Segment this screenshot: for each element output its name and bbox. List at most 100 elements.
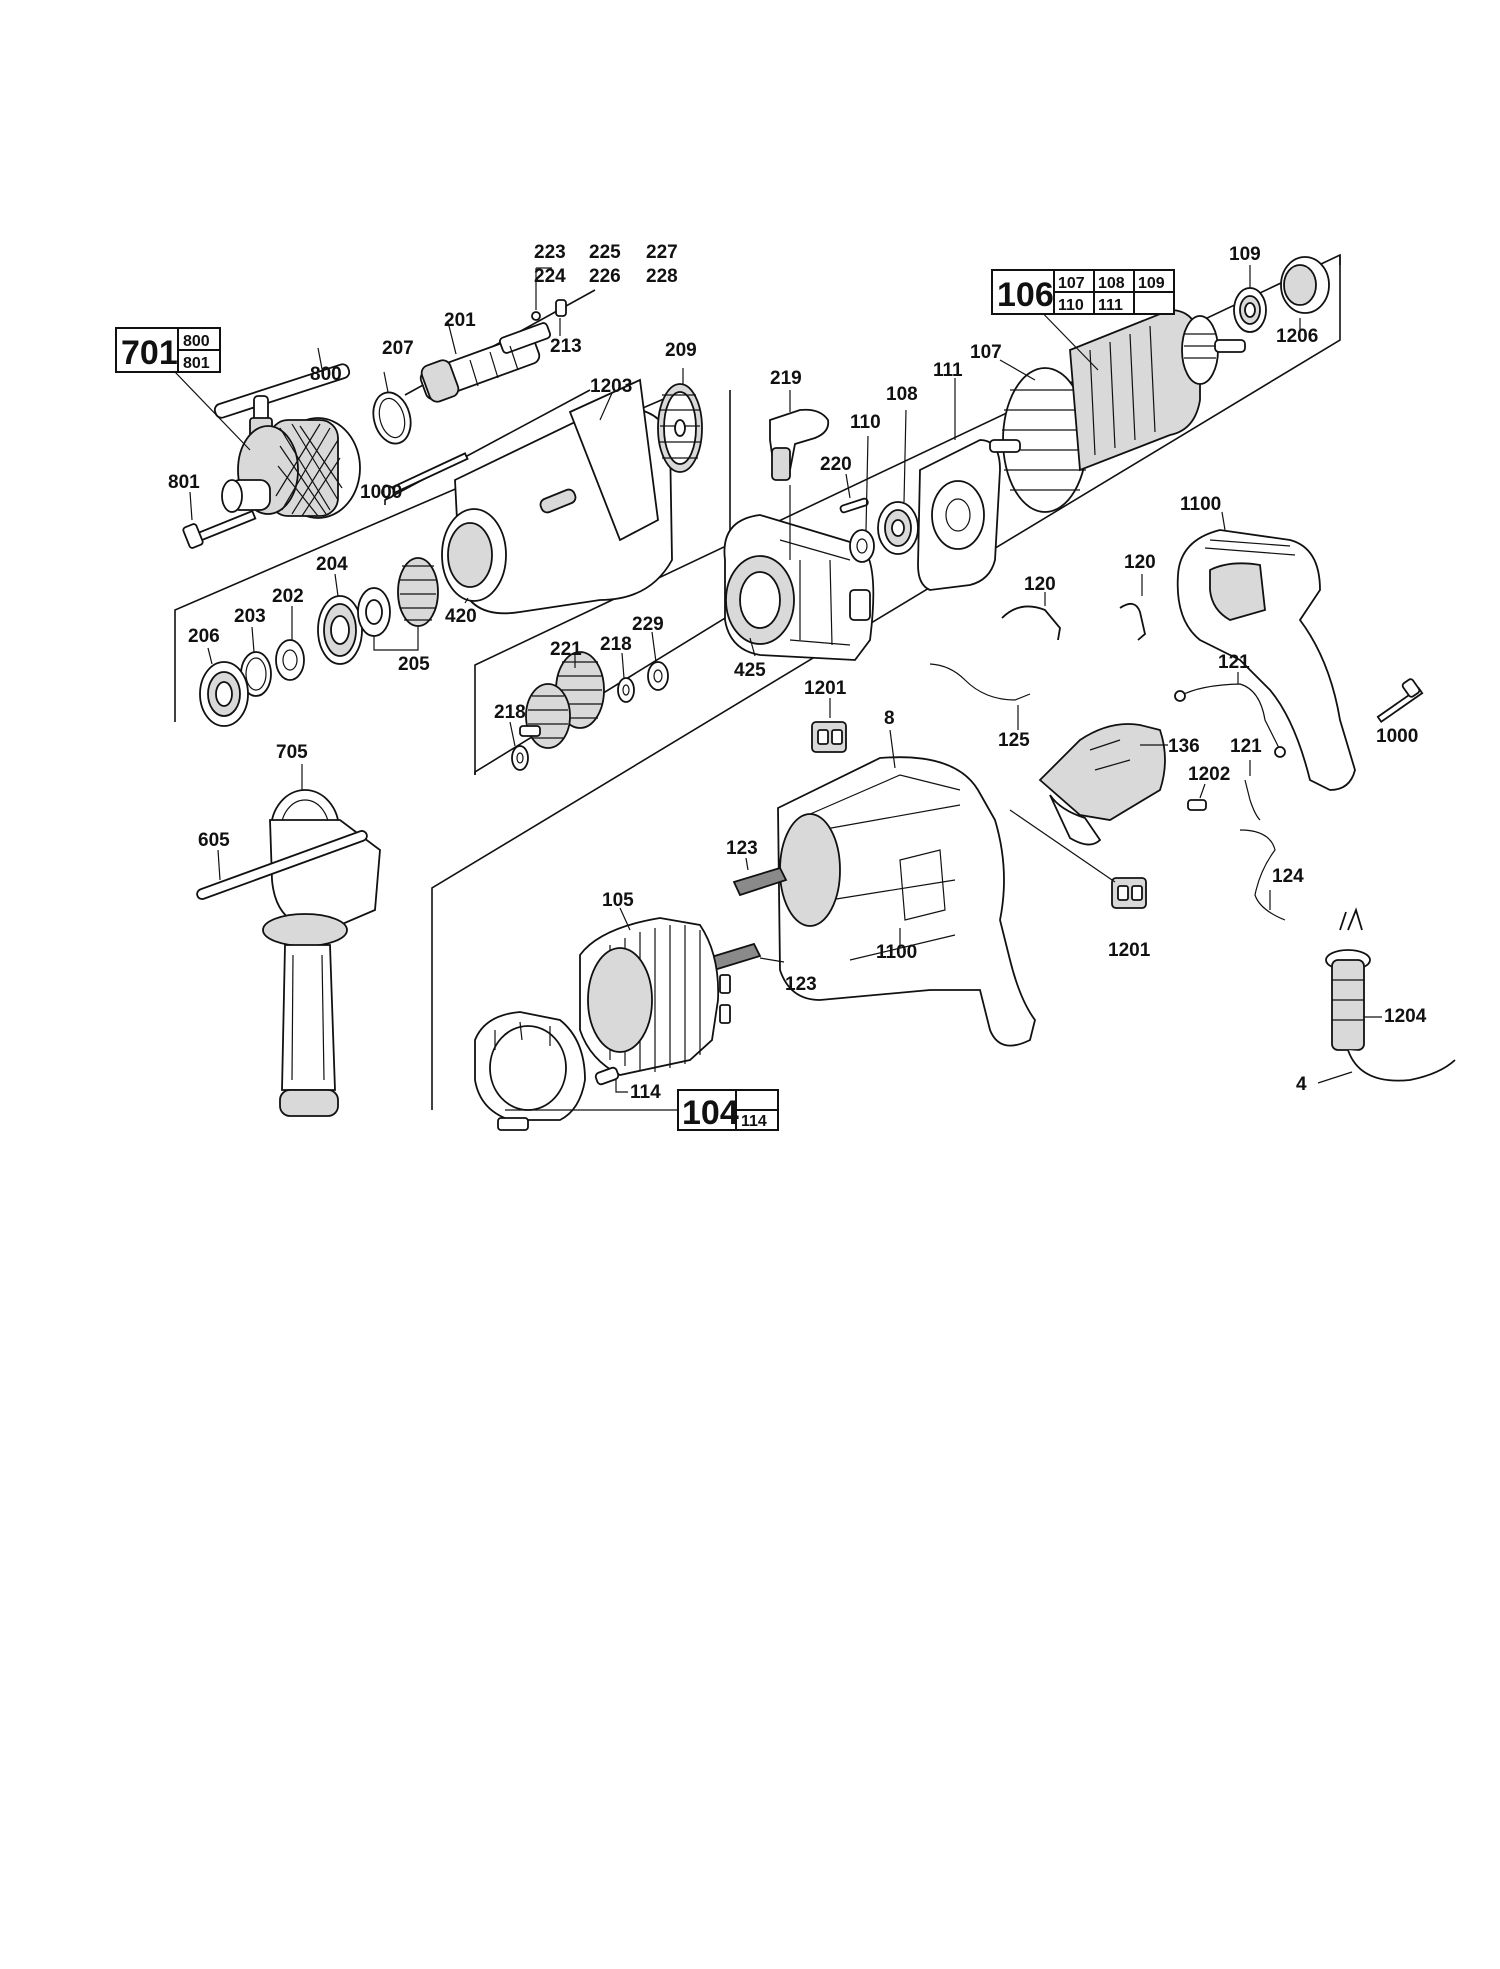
part-label-425: 425: [734, 660, 766, 681]
part-label-1204: 1204: [1384, 1006, 1427, 1027]
leader-229: [651, 631, 657, 663]
bearing-110: [849, 529, 875, 563]
spindle-gear: [657, 383, 703, 473]
leader-800: [317, 347, 324, 375]
part-label-209: 209: [665, 340, 697, 361]
part-label-108: 108: [886, 384, 918, 405]
terminal-block-1201a: [811, 721, 847, 753]
shift-knob: [769, 408, 830, 481]
leader-107: [999, 359, 1036, 381]
field-stator: [579, 917, 731, 1076]
leader-123a: [745, 857, 749, 871]
wire-124: [1239, 829, 1286, 921]
part-label-223: 223: [534, 242, 566, 263]
part-label-1100: 1100: [1180, 494, 1221, 515]
air-baffle: [474, 1011, 586, 1131]
terminal-block-1201b: [1111, 877, 1147, 909]
part-label-107: 107: [970, 342, 1002, 363]
part-label-120: 120: [1124, 552, 1156, 573]
part-label-801: 801: [168, 472, 200, 493]
kit-701-component-800: 800: [183, 333, 210, 350]
intermediate-housing: [723, 514, 875, 661]
side-handle: [262, 789, 381, 1117]
leader-425: [749, 637, 756, 657]
part-label-123: 123: [726, 838, 758, 859]
part-label-420: 420: [445, 606, 477, 627]
handle-half-right: [1176, 529, 1356, 791]
part-label-1203: 1203: [590, 376, 632, 397]
brush-spring-120a: [1001, 605, 1061, 641]
leader-801: [189, 491, 193, 521]
kit-106-component-108: 108: [1098, 275, 1125, 292]
part-label-136: 136: [1168, 736, 1200, 757]
leader-204: [334, 573, 339, 597]
bearing-206: [199, 661, 249, 727]
handle-screw: [1376, 678, 1424, 724]
leader-108: [903, 409, 907, 503]
leader-203: [251, 626, 255, 653]
part-label-1201: 1201: [804, 678, 847, 699]
washer-202: [275, 639, 305, 681]
part-label-229: 229: [632, 614, 664, 635]
wire-121b: [1244, 779, 1261, 821]
switch: [1038, 723, 1166, 846]
part-label-125: 125: [998, 730, 1030, 751]
part-label-1206: 1206: [1276, 326, 1318, 347]
fan-baffle-111: [917, 439, 1001, 591]
gear-205: [397, 557, 439, 627]
part-label-228: 228: [646, 266, 678, 287]
kit-701-component-801: 801: [183, 355, 210, 372]
part-label-224: 224: [534, 266, 566, 287]
part-label-121: 121: [1230, 736, 1262, 757]
part-label-124: 124: [1272, 866, 1304, 887]
cord-protector: [1325, 907, 1371, 1051]
leader-114: [615, 1078, 628, 1093]
part-label-114: 114: [630, 1082, 661, 1103]
part-label-203: 203: [234, 606, 266, 627]
spindle: [419, 322, 552, 403]
part-label-123: 123: [785, 974, 817, 995]
washer-218-b: [511, 745, 529, 771]
kit-number-106: 106: [997, 276, 1054, 314]
leader-218a: [621, 652, 625, 679]
gear-case: [441, 378, 673, 615]
armature: [989, 309, 1246, 513]
kit-701-box: [115, 327, 221, 373]
leader-218b: [509, 721, 516, 747]
kit-number-701: 701: [121, 334, 178, 372]
leader-123b: [759, 957, 785, 963]
leader-1100a: [1221, 511, 1226, 531]
part-label-1100: 1100: [876, 942, 917, 963]
part-label-225: 225: [589, 242, 621, 263]
part-label-605: 605: [198, 830, 230, 851]
kit-106-component-107: 107: [1058, 275, 1085, 292]
part-label-120: 120: [1024, 574, 1056, 595]
brush-spring-120b: [1119, 602, 1146, 641]
leader-420: [464, 597, 469, 604]
kit-104-component-114: 114: [741, 1113, 767, 1130]
leader-110: [865, 435, 869, 531]
bearing-108: [877, 501, 919, 555]
switch-screw: [1187, 799, 1207, 811]
part-label-4: 4: [1296, 1074, 1307, 1095]
motor-housing: [777, 756, 1036, 1047]
part-label-213: 213: [550, 336, 582, 357]
part-label-207: 207: [382, 338, 414, 359]
bracket-spindle-group: [384, 389, 591, 505]
part-label-1202: 1202: [1188, 764, 1230, 785]
leader-1203: [599, 392, 613, 421]
long-screw: [381, 452, 469, 499]
pin-220: [839, 497, 869, 514]
depth-rod: [196, 830, 368, 900]
kit-106-box: [991, 269, 1175, 315]
leader-201: [447, 321, 457, 355]
leader-220: [845, 473, 851, 499]
leader-4: [1317, 1071, 1353, 1084]
drill-chuck: [221, 417, 361, 519]
part-label-218: 218: [494, 702, 526, 723]
part-label-111: 111: [933, 360, 963, 381]
wire-121a: [1179, 683, 1281, 751]
part-label-218: 218: [600, 634, 632, 655]
